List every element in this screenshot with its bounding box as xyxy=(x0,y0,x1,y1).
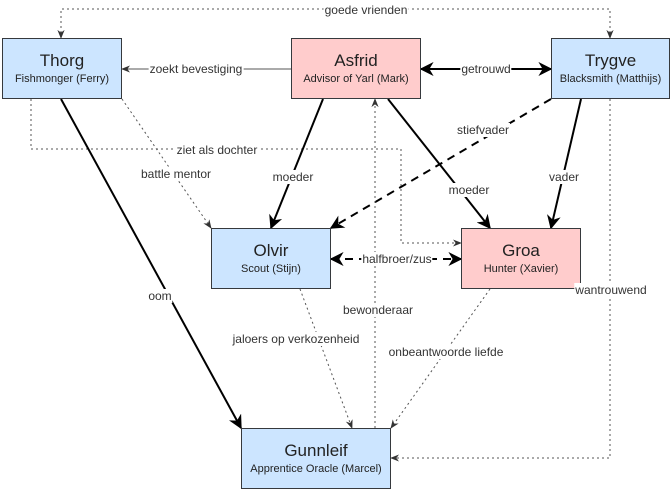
edge-stiefvader xyxy=(329,98,552,229)
node-role: Scout (Stijn) xyxy=(241,263,301,275)
edge-battle-mentor xyxy=(121,98,212,229)
node-role: Hunter (Xavier) xyxy=(483,263,559,275)
node-groa[interactable]: Groa Hunter (Xavier) xyxy=(461,228,581,289)
edge-moeder-groa xyxy=(387,98,491,230)
node-name: Groa xyxy=(502,241,540,260)
edge-label-getrouwd: getrouwd xyxy=(460,62,512,76)
node-asfrid[interactable]: Asfrid Advisor of Yarl (Mark) xyxy=(291,38,421,99)
edge-label-onbeantwoorde-liefde: onbeantwoorde liefde xyxy=(387,345,505,359)
edge-label-stiefvader: stiefvader xyxy=(455,123,511,137)
edge-label-bewonderaar: bewonderaar xyxy=(341,303,415,317)
edge-moeder-olvir xyxy=(269,98,324,230)
node-role: Fishmonger (Ferry) xyxy=(14,73,110,85)
edge-ziet-als-dochter xyxy=(30,99,462,247)
node-trygve[interactable]: Trygve Blacksmith (Matthijs) xyxy=(551,38,670,99)
edge-label-wantrouwend: wantrouwend xyxy=(574,283,648,297)
node-name: Olvir xyxy=(253,241,289,260)
edge-label-moeder-olvir: moeder xyxy=(271,170,315,184)
node-role: Advisor of Yarl (Mark) xyxy=(303,73,409,85)
edge-oom xyxy=(60,98,242,430)
edge-label-vader: vader xyxy=(547,170,581,184)
node-role: Blacksmith (Matthijs) xyxy=(559,73,662,85)
edge-label-zoekt-bevestiging: zoekt bevestiging xyxy=(148,62,244,76)
node-name: Asfrid xyxy=(334,51,378,70)
node-name: Trygve xyxy=(584,51,637,70)
node-thorg[interactable]: Thorg Fishmonger (Ferry) xyxy=(2,38,122,99)
edge-vader xyxy=(547,98,582,230)
edge-label-goede-vrienden: goede vrienden xyxy=(323,3,409,17)
node-name: Gunnleif xyxy=(284,441,348,460)
node-olvir[interactable]: Olvir Scout (Stijn) xyxy=(211,228,331,289)
edge-label-oom: oom xyxy=(147,289,173,303)
edge-label-jaloers: jaloers op verkozenheid xyxy=(231,332,361,346)
node-role: Apprentice Oracle (Marcel) xyxy=(250,463,382,475)
edge-label-battle-mentor: battle mentor xyxy=(139,167,213,181)
edge-wantrouwend xyxy=(390,99,611,462)
edge-label-moeder-groa: moeder xyxy=(447,183,491,197)
node-gunnleif[interactable]: Gunnleif Apprentice Oracle (Marcel) xyxy=(241,428,391,489)
edge-label-ziet-als-dochter: ziet als dochter xyxy=(175,143,259,157)
node-name: Thorg xyxy=(39,51,85,70)
edge-label-halfbroer-zus: halfbroer/zus xyxy=(361,252,433,266)
